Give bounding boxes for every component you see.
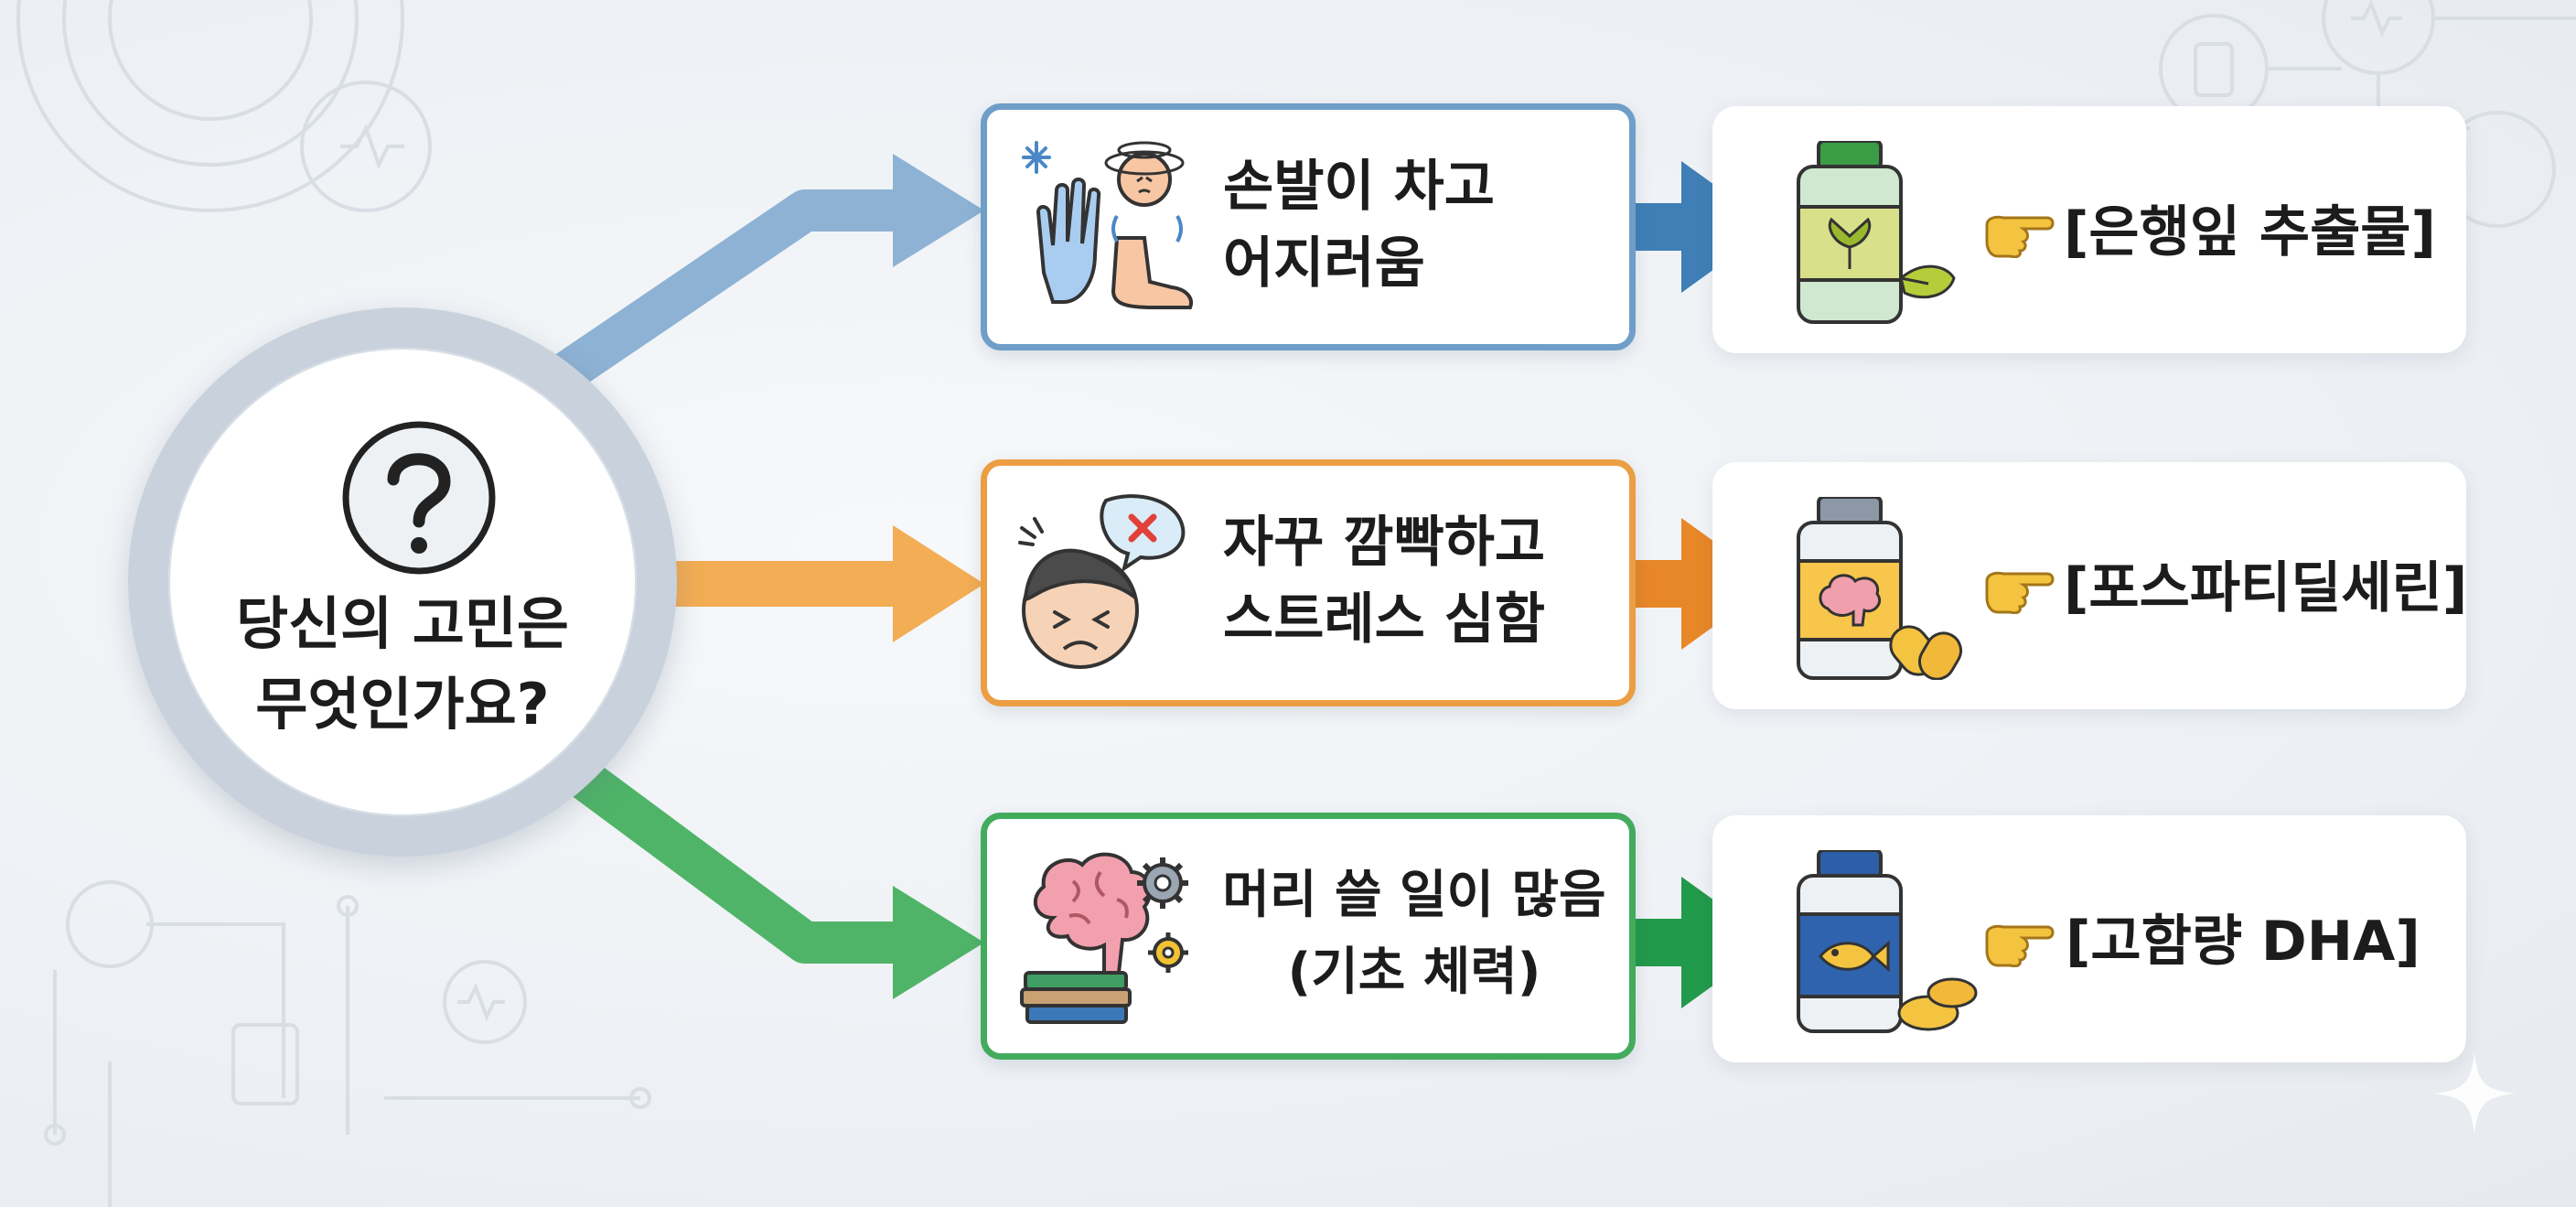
symptom-card-cold-dizzy: 손발이 차고 어지러움: [981, 103, 1636, 350]
pointing-hand-icon: [1985, 924, 2055, 967]
symptom-card-forgetful-stress: 자꾸 깜빡하고 스트레스 심함: [981, 459, 1636, 706]
ginkgo-bottle-icon: [1797, 141, 1956, 324]
brain-bottle-icon: [1797, 497, 1962, 680]
symptom-3-line1: 머리 쓸 일이 많음: [1222, 866, 1606, 925]
question-hub: 당신의 고민은 무엇인가요?: [128, 307, 677, 857]
question-mark-icon: [342, 421, 496, 575]
result-card-ginkgo: [은행잎 추출물]: [1712, 106, 2466, 353]
sparkle-icon: [2433, 1052, 2516, 1135]
cold-hand-dizzy-icon: [1022, 141, 1193, 309]
symptom-2-line1: 자꾸 깜빡하고: [1223, 511, 1546, 575]
result-label-3: [고함량 DHA]: [2066, 910, 2420, 974]
symptom-card-brain-work: 머리 쓸 일이 많음 (기초 체력): [981, 813, 1636, 1060]
result-label-2: [포스파티딜세린]: [2064, 556, 2468, 620]
symptom-1-line2: 어지러움: [1223, 232, 1425, 296]
hub-question-line1: 당신의 고민은: [236, 590, 569, 657]
pointing-hand-icon: [1985, 215, 2055, 258]
stressed-face-icon: [1018, 494, 1186, 669]
result-card-phosphatidylserine: [포스파티딜세린]: [1712, 462, 2468, 709]
symptom-2-line2: 스트레스 심함: [1223, 587, 1546, 652]
hub-question-line2: 무엇인가요?: [255, 671, 550, 738]
question-hub-inner: 당신의 고민은 무엇인가요?: [168, 348, 637, 816]
fish-oil-bottle-icon: [1797, 850, 1978, 1033]
arrowhead-symptom-1: [893, 154, 984, 267]
symptom-1-line1: 손발이 차고: [1223, 155, 1495, 219]
arrowhead-symptom-3: [893, 886, 984, 999]
brain-gears-books-icon: [1020, 852, 1188, 1024]
arrowhead-symptom-2: [893, 525, 984, 642]
symptom-3-line2: (기초 체력): [1287, 943, 1541, 1002]
symptom-text-2: 자꾸 깜빡하고 스트레스 심함: [1223, 504, 1626, 658]
arrow-to-symptom-3: [545, 742, 902, 964]
pointing-hand-icon: [1985, 571, 2055, 614]
hub-question-text: 당신의 고민은 무엇인가요?: [168, 584, 637, 745]
symptom-text-3: 머리 쓸 일이 많음 (기초 체력): [1199, 857, 1629, 1011]
result-card-dha: [고함량 DHA]: [1712, 815, 2466, 1062]
symptom-text-1: 손발이 차고 어지러움: [1223, 148, 1626, 302]
result-label-1: [은행잎 추출물]: [2064, 200, 2436, 264]
arrow-to-symptom-1: [537, 189, 902, 403]
